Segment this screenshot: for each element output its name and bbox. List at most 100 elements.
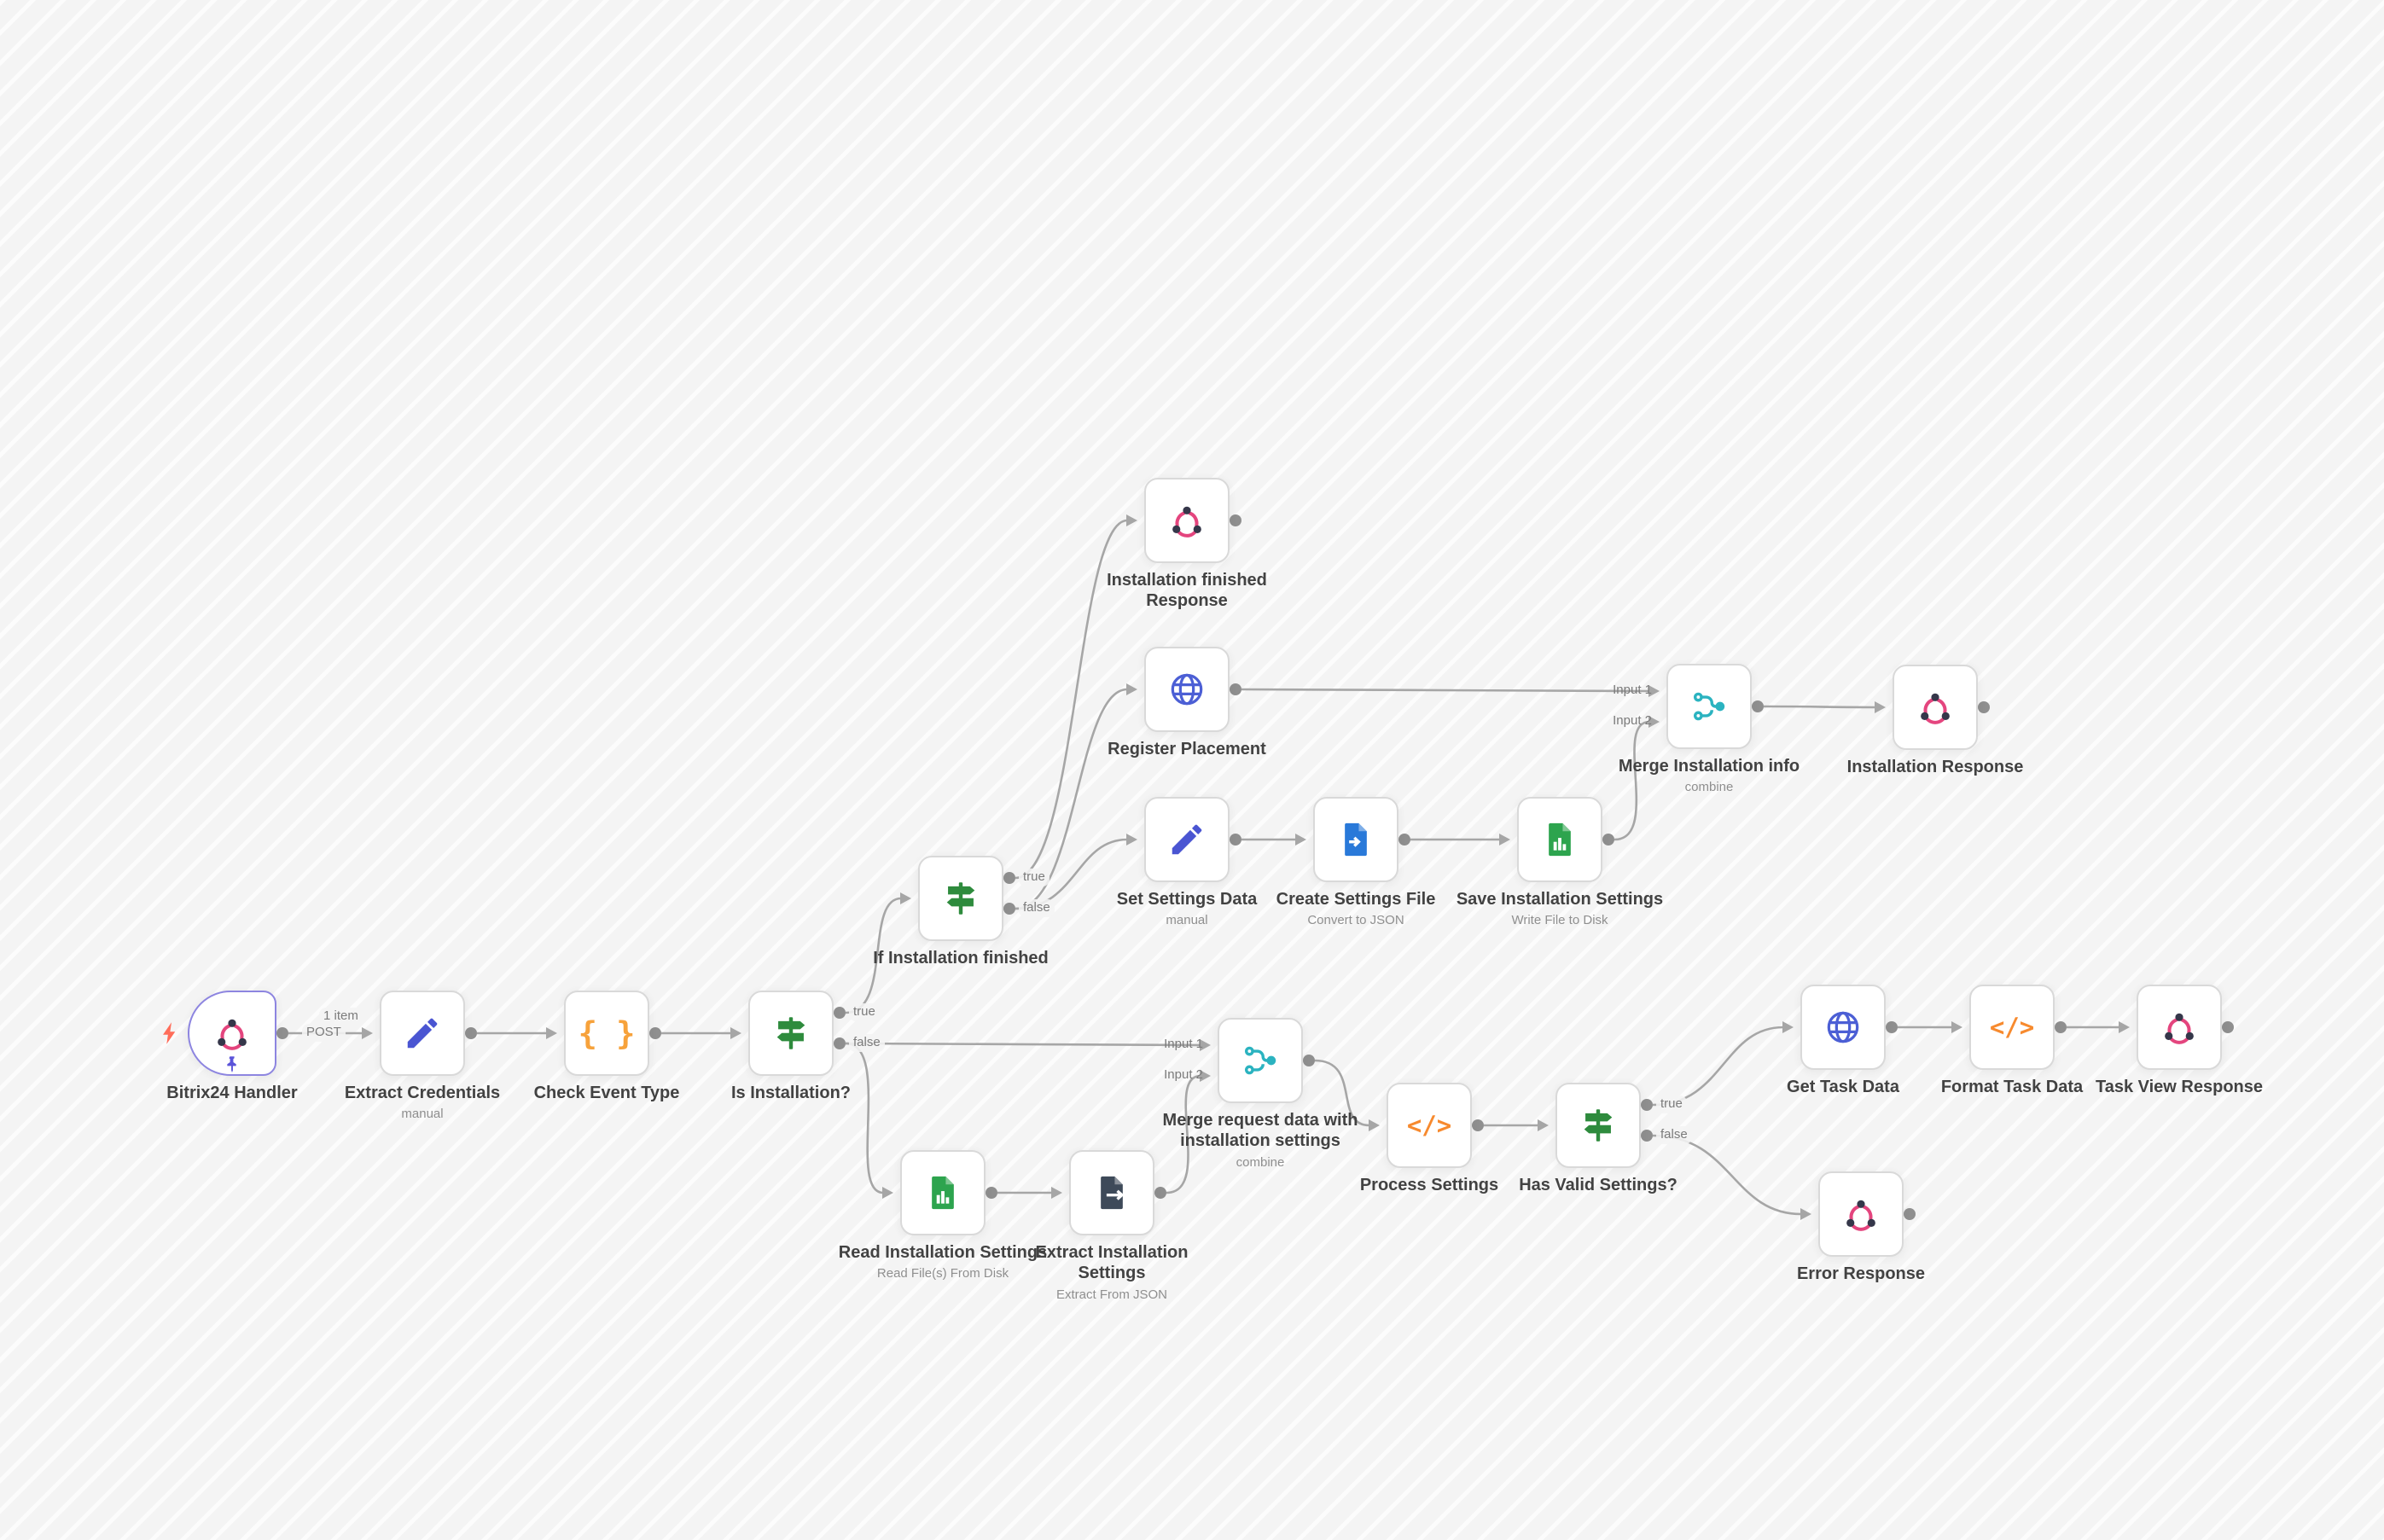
connection-edge[interactable] <box>1314 1059 1370 1127</box>
node-sublabel: combine <box>1684 780 1734 795</box>
edge-arrowhead <box>1126 834 1137 846</box>
signpost-icon <box>1579 1106 1618 1145</box>
connection-edge[interactable] <box>1614 720 1650 841</box>
node-installation-response[interactable]: Installation Response <box>1847 665 2023 776</box>
node-label: Task View Response <box>2095 1078 2263 1096</box>
output-port[interactable] <box>1978 701 1990 713</box>
node-label: Get Task Data <box>1787 1078 1899 1096</box>
output-port[interactable] <box>1641 1099 1653 1111</box>
output-port[interactable] <box>1472 1119 1484 1131</box>
node-installation-finished-response[interactable]: Installation finished Response <box>1107 478 1267 610</box>
respond-webhook-icon <box>1841 1194 1881 1234</box>
output-port[interactable] <box>1303 1055 1315 1066</box>
node-label: Save Installation Settings <box>1456 890 1664 909</box>
edge-arrowhead <box>1951 1021 1962 1033</box>
edge-arrowhead <box>1200 1039 1211 1051</box>
edge-arrowhead <box>1369 1119 1380 1131</box>
respond-webhook-icon <box>2160 1008 2199 1047</box>
node-sublabel: combine <box>1236 1154 1285 1170</box>
pinned-data-icon <box>223 1055 242 1074</box>
node-box <box>1144 797 1230 882</box>
node-check-event-type[interactable]: { }Check Event Type <box>534 991 679 1102</box>
edge-arrowhead <box>882 1187 893 1199</box>
node-has-valid-settings[interactable]: Has Valid Settings? <box>1519 1083 1678 1194</box>
edge-arrowhead <box>900 892 911 904</box>
edge-arrowhead <box>1051 1187 1062 1199</box>
output-port[interactable] <box>276 1027 288 1039</box>
node-label: Installation Response <box>1846 758 2024 776</box>
node-box <box>1517 797 1602 882</box>
input-port-label: Input 2 <box>1164 1067 1203 1082</box>
output-port[interactable] <box>1003 872 1015 884</box>
node-register-placement[interactable]: Register Placement <box>1108 647 1266 758</box>
node-sublabel: Write File to Disk <box>1511 913 1608 928</box>
output-port[interactable] <box>1602 834 1614 846</box>
output-port[interactable] <box>649 1027 661 1039</box>
connection-edge[interactable] <box>1763 705 1876 709</box>
node-format-task-data[interactable]: </>Format Task Data <box>1941 985 2083 1096</box>
output-port[interactable] <box>1904 1208 1916 1220</box>
node-caption: Process Settings <box>1310 1175 1549 1195</box>
node-caption: Installation Response <box>1816 757 2055 777</box>
node-merge-request-data[interactable]: Merge request data with installation set… <box>1163 1018 1358 1170</box>
connection-edge[interactable] <box>845 1042 884 1194</box>
node-box: </> <box>1969 985 2055 1070</box>
node-label: Bitrix24 Handler <box>166 1084 298 1102</box>
connection-edge[interactable] <box>1015 688 1128 910</box>
output-port[interactable] <box>834 1007 846 1019</box>
node-label: Has Valid Settings? <box>1519 1176 1678 1194</box>
file-read-icon <box>923 1173 962 1212</box>
node-label: Create Settings File <box>1276 890 1436 909</box>
output-port[interactable] <box>834 1037 846 1049</box>
output-port[interactable] <box>1154 1187 1166 1199</box>
output-port[interactable] <box>2222 1021 2234 1033</box>
output-port[interactable] <box>1230 514 1241 526</box>
output-port-label: true <box>1019 869 1050 886</box>
output-port[interactable] <box>1886 1021 1898 1033</box>
node-get-task-data[interactable]: Get Task Data <box>1787 985 1899 1096</box>
output-port[interactable] <box>465 1027 477 1039</box>
connection-edge[interactable] <box>1241 688 1650 693</box>
output-port[interactable] <box>1641 1130 1653 1142</box>
node-caption: If Installation finished <box>841 948 1080 968</box>
output-port[interactable] <box>1752 700 1764 712</box>
edge-label: POST <box>302 1024 346 1042</box>
output-port[interactable] <box>1230 834 1241 846</box>
connection-edge[interactable] <box>1015 519 1128 880</box>
output-port[interactable] <box>1398 834 1410 846</box>
node-caption: Merge request data with installation set… <box>1160 1110 1361 1170</box>
merge-icon <box>1241 1041 1280 1080</box>
output-port-label: false <box>1656 1126 1692 1144</box>
node-box <box>900 1150 986 1235</box>
output-port[interactable] <box>1230 683 1241 695</box>
node-is-installation[interactable]: Is Installation? <box>731 991 851 1102</box>
node-caption: Get Task Data <box>1724 1077 1962 1097</box>
node-error-response[interactable]: Error Response <box>1797 1171 1925 1283</box>
node-process-settings[interactable]: </>Process Settings <box>1360 1083 1498 1194</box>
node-label: Extract Credentials <box>344 1084 501 1102</box>
node-box <box>1218 1018 1303 1103</box>
node-task-view-response[interactable]: Task View Response <box>2096 985 2263 1096</box>
output-port[interactable] <box>2055 1021 2067 1033</box>
connection-edge[interactable] <box>845 1042 1201 1047</box>
node-bitrix24-handler[interactable]: Bitrix24 Handler <box>163 991 298 1102</box>
output-port[interactable] <box>986 1187 997 1199</box>
node-label: Installation finished Response <box>1107 571 1267 611</box>
code-icon: </> <box>1989 1013 2035 1042</box>
connection-edge[interactable] <box>1166 1074 1201 1194</box>
output-port[interactable] <box>1003 903 1015 915</box>
pencil-icon <box>1167 820 1207 859</box>
node-box <box>188 991 276 1076</box>
node-if-installation-finished[interactable]: If Installation finished <box>873 856 1049 968</box>
